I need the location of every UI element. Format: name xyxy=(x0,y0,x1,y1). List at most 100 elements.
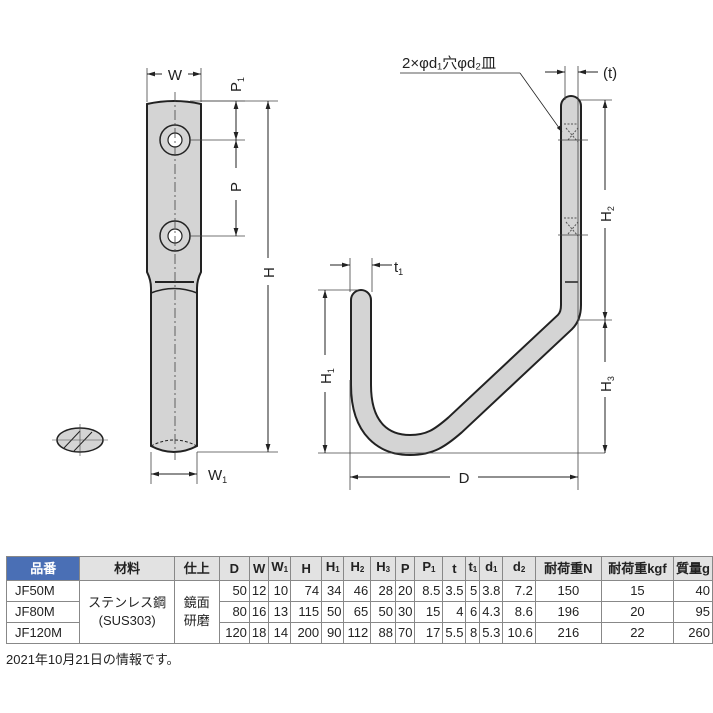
column-header: H xyxy=(290,556,323,581)
header-label: 質量g xyxy=(676,560,710,576)
value-cell: 17 xyxy=(414,622,444,644)
header-label: 耐荷重kgf xyxy=(608,560,667,576)
value-cell: 120 xyxy=(218,622,250,644)
value-cell: 22 xyxy=(600,622,674,644)
finish-line: 鏡面 xyxy=(183,595,210,610)
dim-t1-label: t1 xyxy=(394,259,403,277)
column-header: W xyxy=(248,556,270,581)
header-label: W xyxy=(253,560,266,576)
header-subscript: 1 xyxy=(431,565,436,574)
value-cell: 40 xyxy=(672,580,713,602)
material-grade: (SUS303) xyxy=(98,613,156,628)
countersink-hole-icon xyxy=(558,217,588,237)
front-view: W P1 P H W1 xyxy=(52,67,278,485)
column-header: H2 xyxy=(343,556,372,581)
value-cell: 80 xyxy=(218,601,250,623)
header-label: H xyxy=(325,559,336,574)
value-cell: 260 xyxy=(672,622,713,644)
value-cell: 4.3 xyxy=(479,601,504,623)
value-cell: 14 xyxy=(268,622,292,644)
cross-section-icon xyxy=(52,424,108,456)
header-subscript: 1 xyxy=(472,565,478,574)
column-header: P xyxy=(395,556,416,581)
column-header: 品番 xyxy=(5,556,81,581)
header-label: 材料 xyxy=(114,560,141,576)
value-cell: 196 xyxy=(534,601,602,623)
countersink-hole-icon xyxy=(558,123,588,143)
column-header: 仕上 xyxy=(173,556,220,581)
finish-cell: 鏡面研磨 xyxy=(173,580,220,644)
value-cell: 112 xyxy=(343,622,372,644)
dim-h-label: H xyxy=(261,267,278,278)
column-header: 耐荷重N xyxy=(534,556,602,581)
value-cell: 30 xyxy=(395,601,416,623)
header-subscript: 1 xyxy=(283,565,289,574)
value-cell: 88 xyxy=(370,622,397,644)
column-header: 質量g xyxy=(672,556,713,581)
value-cell: 50 xyxy=(321,601,345,623)
header-label: d xyxy=(512,559,521,574)
header-subscript: 1 xyxy=(493,565,498,574)
column-header: P1 xyxy=(414,556,444,581)
dim-t-label: (t) xyxy=(603,65,617,82)
material-cell: ステンレス鋼 (SUS303) xyxy=(79,580,175,644)
column-header: H3 xyxy=(370,556,397,581)
value-cell: 18 xyxy=(248,622,270,644)
value-cell: 95 xyxy=(672,601,713,623)
value-cell: 34 xyxy=(321,580,345,602)
value-cell: 50 xyxy=(370,601,397,623)
header-label: d xyxy=(485,559,494,574)
column-header: 材料 xyxy=(79,556,175,581)
header-label: P xyxy=(422,559,432,574)
material-name: ステンレス鋼 xyxy=(88,595,167,610)
header-label: H xyxy=(301,560,311,576)
value-cell: 8.5 xyxy=(414,580,444,602)
column-header: d1 xyxy=(479,556,504,581)
value-cell: 6 xyxy=(465,601,481,623)
value-cell: 150 xyxy=(534,580,602,602)
value-cell: 70 xyxy=(395,622,416,644)
header-label: t xyxy=(452,560,457,576)
header-subscript: 3 xyxy=(385,565,391,574)
value-cell: 4 xyxy=(442,601,467,623)
column-header: H1 xyxy=(321,556,345,581)
value-cell: 5.5 xyxy=(442,622,467,644)
value-cell: 20 xyxy=(395,580,416,602)
value-cell: 10 xyxy=(268,580,292,602)
value-cell: 15 xyxy=(600,580,674,602)
header-label: 仕上 xyxy=(183,560,210,576)
column-header: t xyxy=(442,556,467,581)
side-view: 2×φd₁穴φd₂皿 (t) t1 H1 D H2 H3 xyxy=(318,55,617,490)
finish-line: 研磨 xyxy=(183,613,210,628)
header-label: D xyxy=(229,560,240,576)
value-cell: 65 xyxy=(343,601,372,623)
hole-callout-label: 2×φd₁穴φd₂皿 xyxy=(402,55,496,72)
value-cell: 200 xyxy=(290,622,323,644)
info-date-note: 2021年10月21日の情報です。 xyxy=(6,652,180,667)
value-cell: 90 xyxy=(321,622,345,644)
header-subscript: 2 xyxy=(520,565,526,574)
value-cell: 50 xyxy=(218,580,250,602)
value-cell: 3.5 xyxy=(442,580,467,602)
header-label: W xyxy=(271,559,284,574)
part-number-cell: JF80M xyxy=(5,601,81,623)
value-cell: 8.6 xyxy=(502,601,536,623)
value-cell: 28 xyxy=(370,580,397,602)
value-cell: 12 xyxy=(248,580,270,602)
dim-h3-label: H3 xyxy=(598,376,616,392)
technical-drawing: W P1 P H W1 xyxy=(52,55,617,490)
column-header: 耐荷重kgf xyxy=(600,556,674,581)
dim-h1-label: H1 xyxy=(318,368,336,384)
column-header: t1 xyxy=(465,556,481,581)
header-subscript: 1 xyxy=(335,565,340,574)
dim-w1-label: W1 xyxy=(208,467,227,485)
header-subscript: 2 xyxy=(359,565,365,574)
value-cell: 216 xyxy=(534,622,602,644)
part-number-cell: JF50M xyxy=(5,580,81,602)
header-label: H xyxy=(376,559,386,574)
header-label: P xyxy=(400,560,410,576)
value-cell: 15 xyxy=(414,601,444,623)
